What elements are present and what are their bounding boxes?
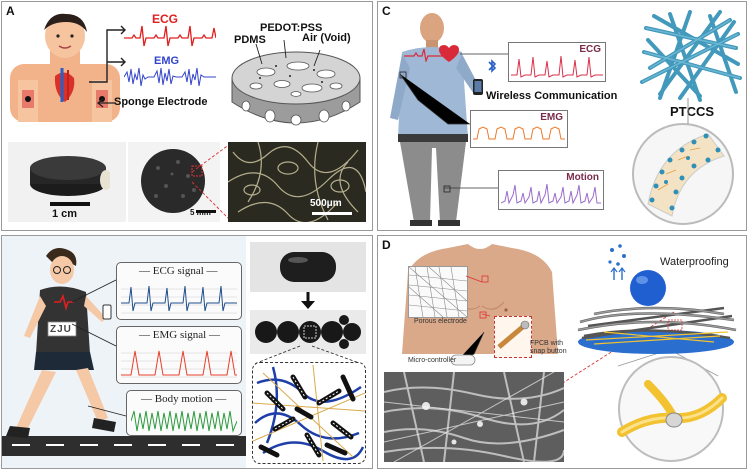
fpcb-drawing	[497, 320, 530, 349]
ptccs-label: PTCCS	[670, 104, 715, 119]
panel-d: D Porous electrode Micro-control	[377, 235, 747, 469]
ptccs-link-line	[687, 98, 689, 124]
ecg-label-a: ECG	[152, 12, 179, 26]
schematic-leader-lines	[255, 39, 321, 67]
bead-chain-image	[255, 315, 361, 349]
pedot-label: PEDOT:PSS	[260, 22, 323, 34]
b-motion-box: — Body motion —	[126, 390, 242, 436]
emg-waveform-c	[473, 126, 565, 140]
b-motion-waveform	[131, 410, 237, 433]
d-leader-lines	[457, 275, 719, 387]
micro-controller-device	[450, 354, 476, 366]
panel-a: A ECG EMG Sponge Electrode	[1, 1, 373, 231]
air-void-label: Air (Void)	[302, 32, 351, 44]
sem-texture-d	[384, 372, 564, 462]
sem-texture-a	[228, 142, 366, 222]
sponge-electrode-label: Sponge Electrode	[114, 96, 208, 108]
scale-5mm-label: 5 mm	[190, 208, 211, 217]
ecg-waveform-c	[511, 55, 603, 78]
sponge-arrow	[96, 98, 116, 108]
fpcb-label: FPCB with snap button	[530, 340, 567, 355]
sponge-cylinder-schematic	[231, 51, 361, 126]
fpcb-inset	[494, 316, 532, 358]
porous-electrode-label: Porous electrode	[414, 318, 467, 325]
b-emg-title: — EMG signal —	[139, 329, 220, 341]
scale-bar-1cm	[50, 202, 90, 206]
b-leader-lines	[71, 279, 127, 417]
connector-arrows	[89, 25, 126, 83]
ecg-waveform-a	[124, 25, 216, 47]
sponge-piece-image	[30, 156, 110, 196]
panel-b: B ZJU — ECG signal —	[1, 235, 373, 469]
person-illustration	[10, 13, 120, 122]
b-ecg-box: — ECG signal —	[116, 262, 242, 320]
single-bead-image	[280, 252, 336, 282]
b-ecg-waveform	[121, 285, 237, 314]
b-photo-bead-chain	[250, 310, 366, 354]
porous-mesh	[409, 267, 467, 317]
scale-bar-500um	[312, 212, 352, 215]
scale-1cm-label: 1 cm	[52, 208, 78, 220]
photo-sponge-piece: 1 cm	[8, 142, 126, 222]
pdms-label: PDMS	[234, 34, 266, 46]
ptccs-fiber-network	[640, 10, 742, 102]
b-fiber-schematic	[252, 362, 366, 464]
b-ecg-title: — ECG signal —	[139, 265, 218, 277]
motion-waveform-c	[501, 183, 601, 205]
b-emg-waveform	[121, 350, 237, 378]
man-figure	[390, 13, 480, 226]
motion-label-c: Motion	[566, 172, 599, 183]
emg-label-c: EMG	[540, 112, 563, 123]
smartphone-icon	[473, 79, 483, 95]
layered-fiber-mat	[577, 306, 737, 354]
down-arrow	[301, 292, 315, 309]
sponge-top-image	[141, 149, 205, 213]
heart-icon	[439, 45, 459, 62]
sem-micrograph-d	[384, 372, 564, 462]
bluetooth-icon	[488, 59, 497, 73]
ecg-trace-c-small	[404, 48, 444, 62]
photo-sponge-top: 5 mm	[128, 142, 220, 222]
micro-controller-label: Micro-controller	[408, 357, 457, 364]
emg-label-a: EMG	[154, 55, 180, 67]
panel-a-label: A	[6, 4, 15, 18]
b-road-dashes	[12, 444, 234, 446]
b-zoom-lines	[253, 345, 363, 364]
porous-electrode-inset	[408, 266, 468, 318]
motion-box-c: Motion	[498, 170, 604, 210]
shirt-text: ZJU	[50, 324, 72, 335]
scale-500um-label: 500μm	[310, 198, 342, 209]
phone-icon-b	[102, 304, 112, 320]
wireless-label: Wireless Communication	[486, 90, 618, 102]
runner-figure	[6, 248, 116, 438]
fiber-magnified-circle	[617, 356, 727, 462]
panel-c-label: C	[382, 4, 391, 18]
waterproofing-label: Waterproofing	[660, 256, 729, 268]
water-drop-sphere	[630, 270, 666, 306]
b-motion-title: — Body motion —	[141, 393, 227, 405]
water-droplets	[608, 244, 626, 280]
emg-box-c: EMG	[470, 110, 568, 148]
sem-micrograph-a: 500μm	[228, 142, 366, 222]
ptccs-magnified-circle	[632, 123, 734, 225]
panel-c: C Wireless Communication ECG E	[377, 1, 747, 231]
b-photo-single-bead	[250, 242, 366, 292]
ecg-box-c: ECG	[508, 42, 606, 82]
scale-bar-5mm	[196, 210, 216, 213]
c-leader-lines	[399, 53, 508, 189]
panel-d-label: D	[382, 238, 391, 252]
zoom-dashed-lines	[191, 143, 230, 221]
fiber-schematic-drawing	[253, 364, 365, 462]
emg-waveform-a	[124, 67, 216, 87]
b-emg-box: — EMG signal —	[116, 326, 242, 384]
ecg-label-c: ECG	[579, 44, 601, 55]
